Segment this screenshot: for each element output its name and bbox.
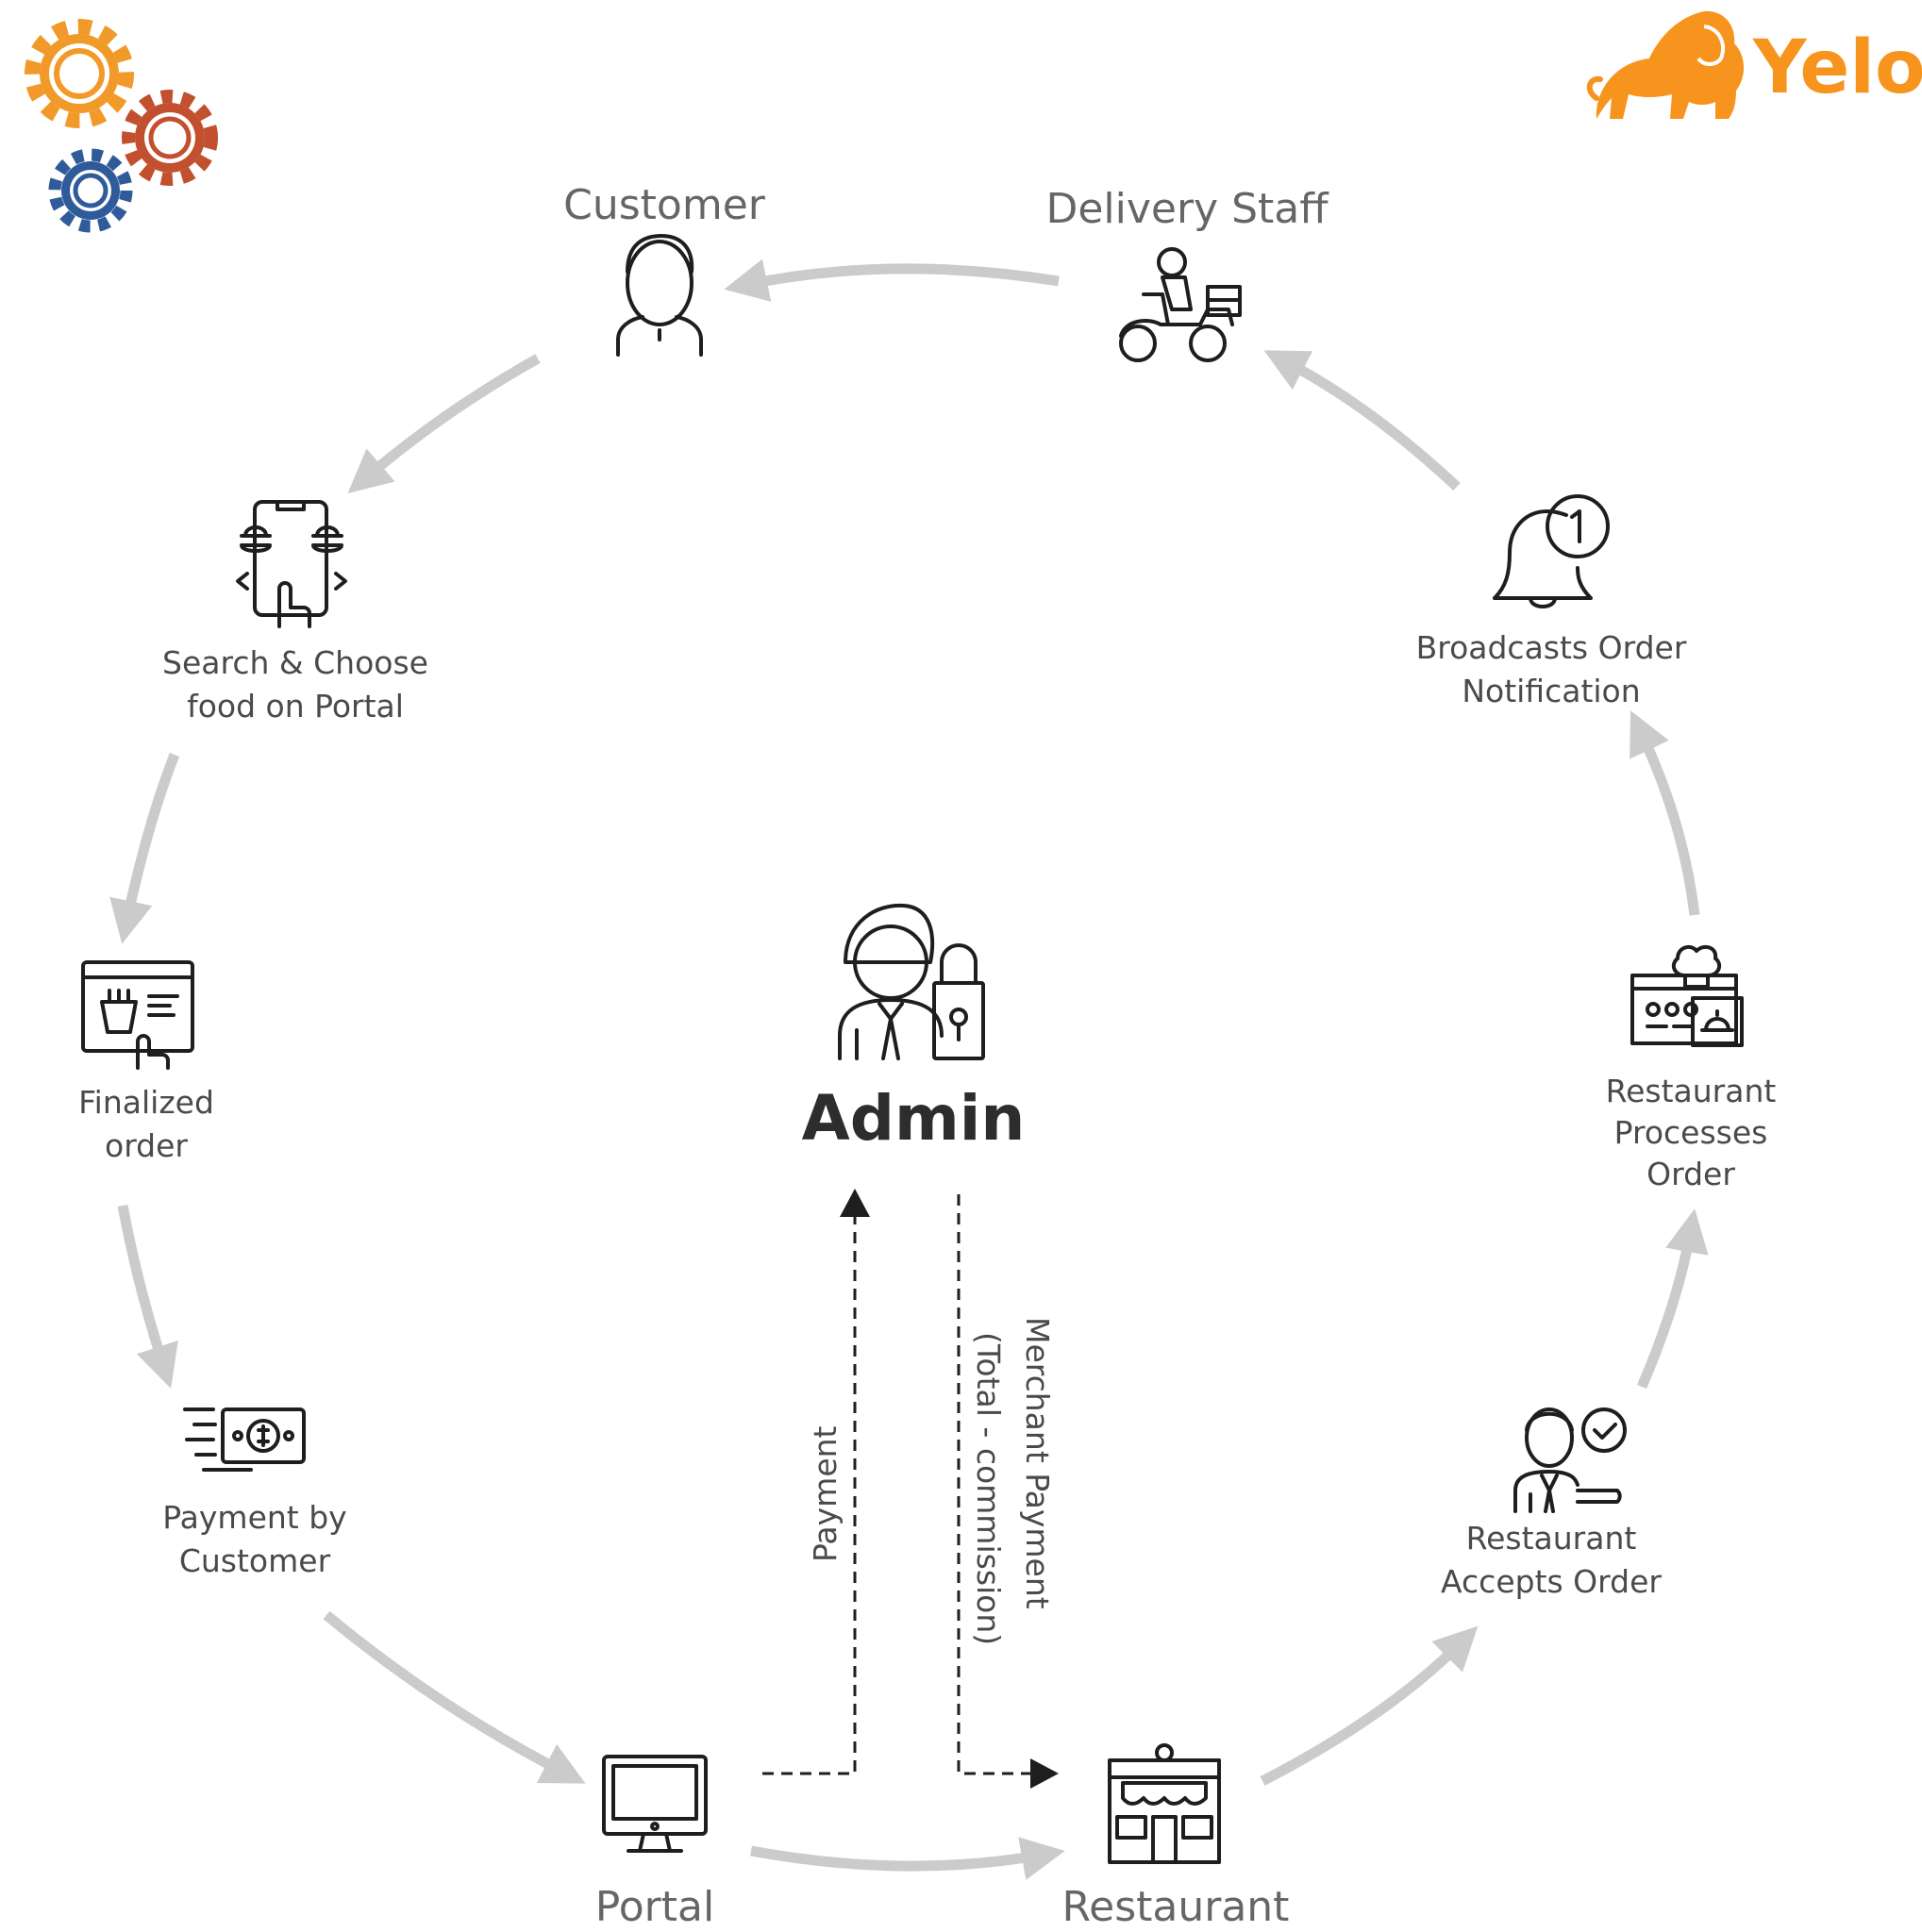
broadcast-label-line2: Notification [1462,673,1640,709]
accepts-label-line2: Accepts Order [1441,1563,1662,1600]
lion-icon [1586,10,1745,120]
accepts-node: Restaurant Accepts Order [1441,1407,1662,1600]
scooter-icon [1119,247,1242,362]
arrow-delivery-to-customer [724,258,1060,302]
admin-lock-icon [838,903,985,1060]
payment-flow-label: Payment [807,1425,844,1562]
storefront-icon [1108,1743,1221,1864]
processes-label-line1: Restaurant [1606,1073,1777,1109]
brand-name: Yelo [1752,25,1922,110]
phone-food-icon [236,500,347,628]
gear-blue-icon [48,148,133,233]
gears-logo [25,19,218,233]
accepts-label-line1: Restaurant [1466,1520,1637,1557]
customer-label: Customer [563,181,766,229]
processes-node: Restaurant Processes Order [1606,944,1777,1192]
bell-icon [1493,494,1610,608]
processes-label-line3: Order [1646,1156,1735,1192]
finalized-label-line2: order [105,1127,188,1164]
person-check-icon [1513,1407,1627,1513]
flow-arrows [109,258,1709,1880]
arrow-restaurant-to-accepts [1260,1625,1479,1786]
arrow-portal-to-restaurant [750,1837,1065,1880]
finalized-node: Finalized order [78,960,214,1164]
customer-icon [616,234,703,357]
arrow-accepts-to-processes [1636,1208,1709,1390]
dashed-admin-to-restaurant [957,1194,1032,1775]
payment-node: Payment by Customer [162,1407,347,1579]
delivery-label: Delivery Staff [1045,185,1329,233]
admin-node: Admin [802,903,1026,1155]
delivery-node: Delivery Staff [1045,185,1329,362]
search-label-line2: food on Portal [187,688,404,724]
cash-icon [183,1407,306,1472]
arrow-search-to-finalized [109,752,180,944]
broadcast-label-line1: Broadcasts Order [1416,629,1687,666]
arrow-finalized-to-payment [117,1204,178,1389]
finalized-label-line1: Finalized [78,1084,214,1121]
merchant-flow-sublabel: (Total - commission) [970,1332,1007,1645]
restaurant-node: Restaurant [1062,1743,1290,1931]
arrow-processes-to-broadcast [1630,710,1700,916]
arrowhead-admin [840,1189,870,1217]
merchant-flow-label: Merchant Payment [1019,1317,1056,1609]
restaurant-label: Restaurant [1062,1883,1290,1931]
admin-title: Admin [802,1082,1026,1155]
arrowhead-restaurant [1030,1758,1059,1789]
browser-order-icon [81,960,194,1070]
arrow-broadcast-to-delivery [1263,350,1461,491]
chef-counter-icon [1630,944,1744,1047]
arrow-payment-to-portal [323,1610,586,1784]
broadcast-node: Broadcasts Order Notification [1416,494,1687,709]
admin-flows: Payment Merchant Payment (Total - commis… [762,1189,1059,1789]
search-node: Search & Choose food on Portal [162,500,428,724]
customer-node: Customer [563,181,766,357]
processes-label-line2: Processes [1614,1114,1768,1151]
portal-label: Portal [595,1883,714,1931]
gear-red-icon [122,90,218,186]
payment-label-line2: Customer [179,1542,331,1579]
monitor-icon [602,1755,708,1853]
gear-orange-icon [25,19,134,128]
search-label-line1: Search & Choose [162,644,428,681]
portal-node: Portal [595,1755,714,1931]
yelo-logo: Yelo [1586,10,1922,120]
payment-label-line1: Payment by [162,1499,346,1536]
arrow-customer-to-search [347,354,541,494]
